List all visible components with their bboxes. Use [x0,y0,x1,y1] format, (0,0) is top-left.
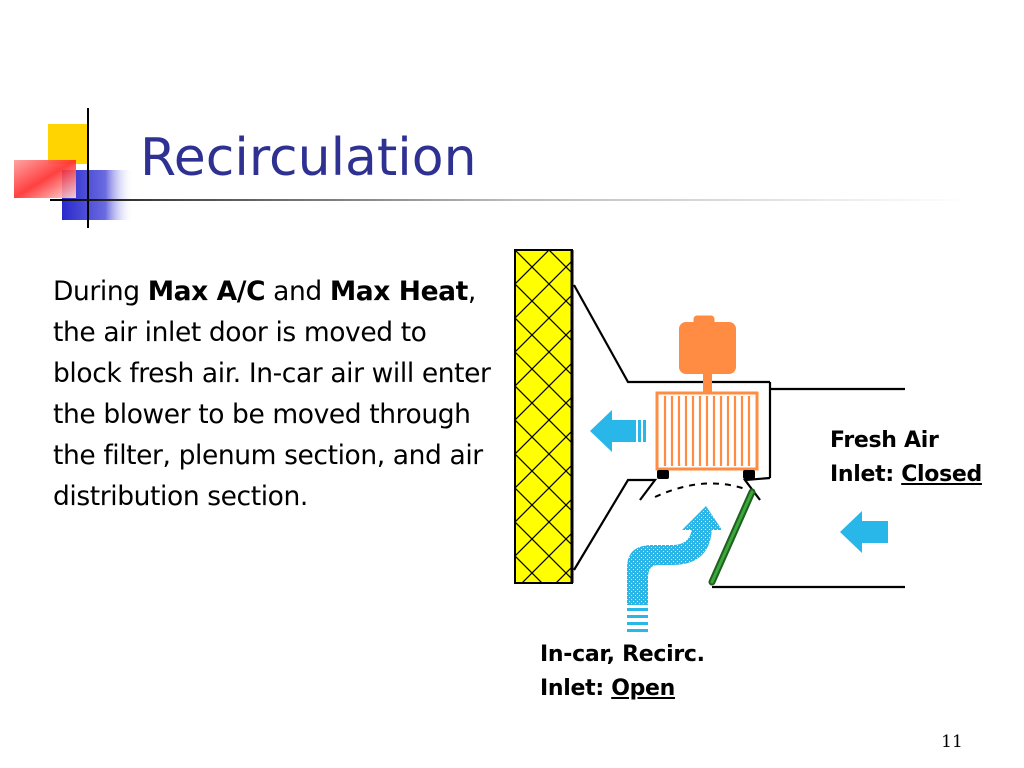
body-paragraph: During Max A/C and Max Heat, the air inl… [53,276,491,512]
deco-red-square [14,160,76,198]
filter-block [514,249,574,584]
blower-wheel [655,391,759,479]
fresh-air-arrow-icon [840,511,888,553]
incar-inlet-label: In-car, Recirc. Inlet: Open [540,642,705,701]
incar-status: Open [611,676,676,701]
fresh-air-status: Closed [901,462,982,487]
page-number: 11 [941,732,963,752]
deco-horizontal-line [50,199,970,201]
inlet-door [708,488,756,586]
blower-output-arrow-icon [590,410,646,452]
deco-yellow-square [48,124,88,164]
fresh-air-inlet-label: Fresh Air Inlet: Closed [830,428,982,487]
incar-air-arrow-icon [627,506,722,632]
page-title: Recirculation [140,128,477,188]
housing-outline [573,284,905,589]
blower-motor [679,315,736,394]
title-decoration [14,108,970,228]
door-swing-path [654,482,749,498]
hvac-diagram [514,249,905,632]
